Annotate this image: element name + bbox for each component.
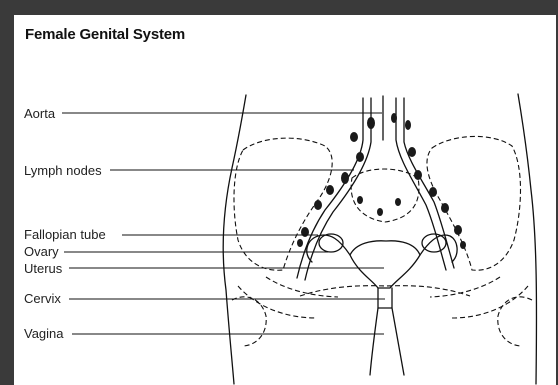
lymph-node bbox=[460, 241, 466, 249]
lymph-node bbox=[441, 203, 449, 213]
lymph-node bbox=[414, 170, 422, 180]
lymph-node bbox=[297, 239, 303, 247]
lymph-node bbox=[341, 172, 349, 184]
hip-joint-left bbox=[232, 297, 266, 346]
lymph-node bbox=[350, 132, 358, 142]
ovary-right bbox=[422, 234, 446, 252]
lymph-node bbox=[326, 185, 334, 195]
lymph-node bbox=[405, 120, 411, 130]
lymph-node bbox=[356, 152, 364, 162]
pelvis-pubis-left bbox=[238, 277, 338, 318]
tube-left bbox=[307, 235, 350, 262]
vagina-outline bbox=[370, 308, 404, 375]
lymph-node bbox=[391, 113, 397, 123]
uterus-outline bbox=[350, 241, 420, 288]
lymph-node bbox=[395, 198, 401, 206]
lymph-node bbox=[429, 187, 437, 197]
body-outline-right bbox=[518, 94, 536, 384]
lymph-node bbox=[301, 227, 309, 237]
lymph-node bbox=[357, 196, 363, 204]
lymph-node bbox=[314, 200, 322, 210]
hip-joint-right bbox=[498, 297, 532, 346]
aorta-vessel-left-inner bbox=[305, 98, 371, 280]
lymph-node bbox=[367, 117, 375, 129]
cervix-outline bbox=[378, 288, 392, 308]
pelvis-inlet bbox=[300, 286, 470, 296]
lymph-node-cluster bbox=[297, 113, 466, 249]
lymph-node bbox=[377, 208, 383, 216]
lymph-node bbox=[408, 147, 416, 157]
pelvis-sacrum bbox=[351, 169, 419, 222]
body-outline-left bbox=[223, 95, 246, 384]
lymph-node bbox=[454, 225, 462, 235]
